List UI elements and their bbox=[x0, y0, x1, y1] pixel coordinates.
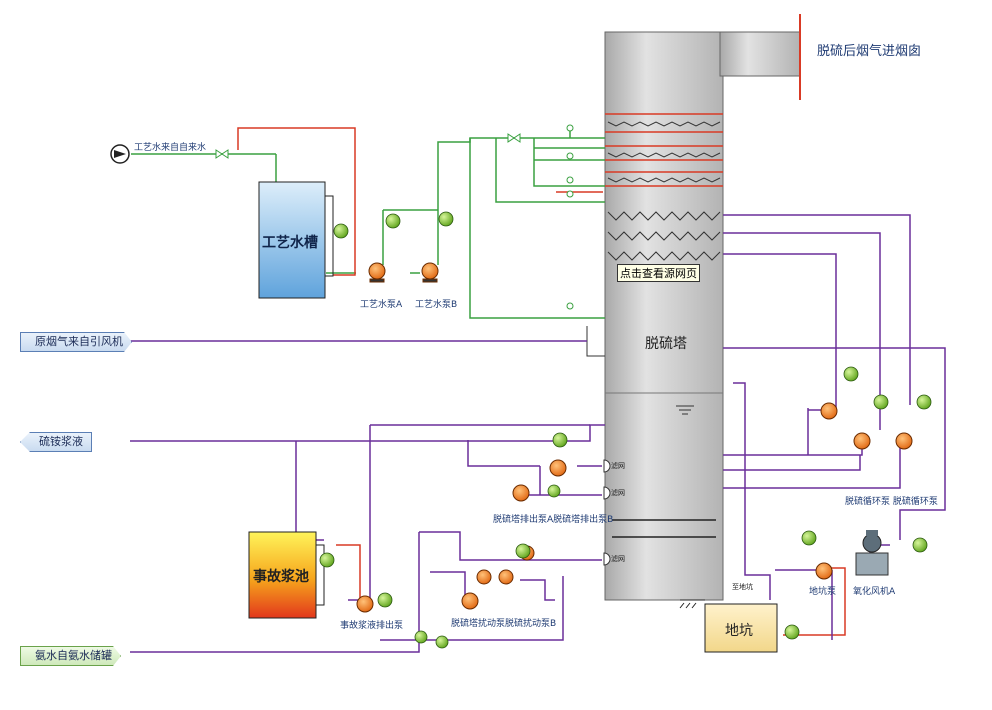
gauges bbox=[319, 211, 932, 649]
tower-label: 脱硫塔 bbox=[645, 336, 687, 352]
agitator-pump-2-icon bbox=[476, 569, 492, 585]
process-water-pump-b-icon bbox=[421, 262, 439, 283]
water-source-label: 工艺水来自自来水 bbox=[134, 143, 207, 153]
accident-tank-label: 事故浆池 bbox=[253, 569, 309, 585]
sump-pit[interactable] bbox=[679, 599, 778, 653]
pump-b-label: 工艺水泵B bbox=[415, 300, 458, 310]
strainer-tag-1: 滤网 bbox=[611, 462, 625, 470]
accident-pump-icon bbox=[356, 595, 374, 613]
pump-a-label: 工艺水泵A bbox=[360, 300, 403, 310]
ammonium-sulfate-tag[interactable]: 硫铵浆液 bbox=[20, 432, 92, 452]
sump-label: 地坑 bbox=[725, 623, 753, 639]
desulfurization-tower[interactable] bbox=[586, 14, 801, 601]
ammonia-source-tag[interactable]: 氨水自氨水储罐 bbox=[20, 646, 121, 666]
discharge-pump-b-icon bbox=[549, 459, 567, 477]
accident-pump-label: 事故浆液排出泵 bbox=[340, 621, 404, 631]
oxidation-fan-label: 氧化风机A bbox=[853, 587, 896, 597]
circulation-pump-1-icon bbox=[820, 402, 838, 420]
pumps bbox=[356, 262, 913, 613]
discharge-pump-a-icon bbox=[512, 484, 530, 502]
spray-layers bbox=[605, 113, 723, 187]
valves bbox=[215, 124, 574, 310]
strainer-tag-3: 滤网 bbox=[611, 555, 625, 563]
demister-pattern bbox=[607, 121, 721, 261]
strainer-tag-2: 滤网 bbox=[611, 489, 625, 497]
agitator-pumps-label: 脱硫塔扰动泵脱硫扰动泵B bbox=[451, 619, 557, 629]
sump-pump-icon bbox=[815, 562, 833, 580]
green-pipes bbox=[131, 128, 605, 319]
circulation-pump-2-icon bbox=[853, 432, 871, 450]
chimney-outlet-label: 脱硫后烟气进烟囱 bbox=[817, 44, 922, 59]
agitator-pump-1-icon bbox=[461, 592, 479, 610]
accident-tank[interactable] bbox=[248, 531, 325, 619]
agitator-pump-3-icon bbox=[498, 569, 514, 585]
circulation-pump-3-icon bbox=[895, 432, 913, 450]
process-water-tank-label: 工艺水槽 bbox=[262, 235, 318, 251]
raw-flue-gas-tag[interactable]: 原烟气来自引风机 bbox=[20, 332, 132, 352]
oxidation-fan-icon[interactable] bbox=[855, 530, 889, 576]
view-source-tooltip[interactable]: 点击查看源网页 bbox=[617, 264, 700, 282]
process-water-tank[interactable] bbox=[258, 181, 334, 299]
sump-pump-label: 地坑泵 bbox=[809, 587, 837, 597]
circulation-pumps-label: 脱硫循环泵 脱硫循环泵 bbox=[845, 497, 938, 507]
process-water-pump-a-icon bbox=[368, 262, 386, 283]
water-inlet-icon bbox=[110, 144, 130, 164]
red-pipes bbox=[237, 127, 846, 636]
to-sump-tag: 至地坑 bbox=[732, 583, 753, 591]
discharge-pumps-label: 脱硫塔排出泵A脱硫塔排出泵B bbox=[493, 515, 614, 525]
